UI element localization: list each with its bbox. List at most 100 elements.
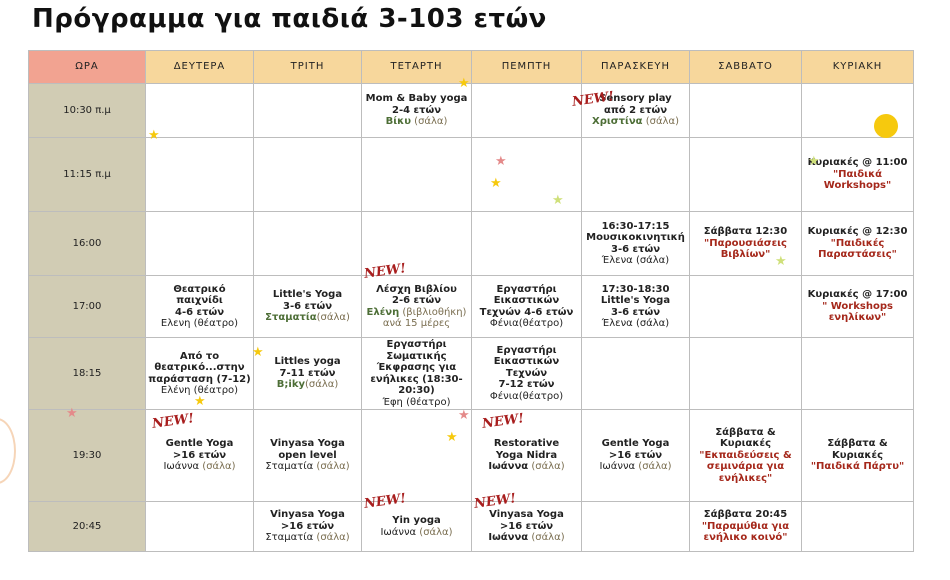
header-day: ΠΑΡΑΣΚΕΥΗ <box>581 50 690 84</box>
cell-text: >16 ετών <box>280 520 335 532</box>
schedule-cell <box>689 83 802 138</box>
header-day: ΤΕΤΑΡΤΗ <box>361 50 472 84</box>
cell-line: Θεατρικό <box>148 284 251 296</box>
cell-text: >16 ετών <box>499 520 554 532</box>
cell-line: Yoga Nidra <box>474 450 579 462</box>
cell-line: Κυριακές <box>804 450 911 462</box>
cell-text: Κυριακές <box>831 449 884 461</box>
cell-text: (σάλα) <box>199 461 236 473</box>
schedule-cell <box>471 211 582 276</box>
cell-line: Τεχνών 4-6 ετών <box>474 307 579 319</box>
schedule-table: ΩΡΑ ΔΕΥΤΕΡΑ ΤΡΙΤΗ ΤΕΤΑΡΤΗ ΠΕΜΠΤΗ ΠΑΡΑΣΚΕ… <box>28 50 914 552</box>
cell-line: "Παιδικές <box>804 238 911 250</box>
cell-line: "Παραμύθια για <box>692 521 799 533</box>
star-icon: ★ <box>490 176 502 191</box>
cell-text: >16 ετών <box>608 449 663 461</box>
page-title: Πρόγραμμα για παιδιά 3-103 ετών <box>32 4 547 34</box>
cell-line: Μουσικοκινητική <box>584 232 687 244</box>
schedule-cell <box>145 137 254 212</box>
cell-line: 3-6 ετών <box>584 244 687 256</box>
cell-line: >16 ετών <box>256 521 359 533</box>
cell-text: 3-6 ετών <box>611 306 660 318</box>
cell-text: Έφη (θέατρο) <box>382 396 451 408</box>
cell-line: σεμινάρια για <box>692 461 799 473</box>
cell-text: (σάλα) <box>410 116 448 128</box>
cell-line: Σάββατα 12:30 <box>692 226 799 238</box>
schedule-cell <box>689 337 802 410</box>
cell-line: 3-6 ετών <box>256 301 359 313</box>
cell-text: (σάλα) <box>642 116 679 128</box>
cell-line: Φένια(θέατρο) <box>474 391 579 403</box>
cell-line: από 2 ετών <box>584 105 687 117</box>
cell-line: ενηλίκων" <box>804 312 911 324</box>
cell-text: Ιωάννα <box>163 461 200 473</box>
schedule-cell <box>801 337 914 410</box>
cell-text: B;iky <box>276 379 305 391</box>
cell-text: Workshops" <box>823 180 892 192</box>
cell-line: open level <box>256 450 359 462</box>
cell-text: Φένια(θέατρο) <box>489 390 564 402</box>
cell-text: Gentle Yoga <box>165 438 234 450</box>
cell-text: Λέσχη Βιβλίου <box>376 283 457 295</box>
cell-text: Βίκυ <box>385 116 411 128</box>
schedule-cell <box>361 211 472 276</box>
cell-text: 20:30) <box>398 385 435 396</box>
cell-text: Little's Yoga <box>272 289 343 301</box>
cell-line: Sensory play <box>584 93 687 105</box>
cell-text: (σάλα) <box>635 461 672 473</box>
cell-text: Σταματία <box>265 461 314 473</box>
cell-line: 7-12 ετών <box>474 379 579 391</box>
cell-line: Ιωάννα (σάλα) <box>148 461 251 473</box>
star-icon: ★ <box>194 394 206 409</box>
cell-text: Ελένη (θέατρο) <box>160 385 239 396</box>
header-day: ΠΕΜΠΤΗ <box>471 50 582 84</box>
schedule-cell <box>581 137 690 212</box>
cell-text: Κυριακές @ 17:00 <box>807 289 908 301</box>
cell-text: Yoga Nidra <box>495 449 558 461</box>
cell-text: (σάλα) <box>313 461 350 473</box>
schedule-cell <box>253 211 362 276</box>
cell-line: 7-11 ετών <box>256 368 359 380</box>
cell-line: παράσταση (7-12) <box>148 374 251 386</box>
schedule-cell <box>145 211 254 276</box>
cell-text: Χριστίνα <box>592 116 643 128</box>
cell-text: Παραστάσεις" <box>818 249 897 261</box>
cell-text: 7-11 ετών <box>279 367 336 379</box>
cell-line: Littles yoga <box>256 356 359 368</box>
schedule-cell <box>471 137 582 212</box>
cell-text: Κυριακές <box>719 438 772 450</box>
cell-line: Εργαστήρι <box>474 345 579 357</box>
cell-line: Vinyasa Yoga <box>474 509 579 521</box>
cell-text: Φένια(θέατρο) <box>489 318 564 329</box>
cell-text: "Παρουσιάσεις <box>704 237 787 249</box>
cell-text: (σάλα) <box>316 312 350 324</box>
schedule-cell <box>145 83 254 138</box>
cell-text: "Παραμύθια για <box>701 520 790 532</box>
cell-line: Εργαστήρι Εικαστικών <box>474 284 579 307</box>
header-row: ΩΡΑ ΔΕΥΤΕΡΑ ΤΡΙΤΗ ΤΕΤΑΡΤΗ ΠΕΜΠΤΗ ΠΑΡΑΣΚΕ… <box>28 50 914 84</box>
schedule-cell <box>361 409 472 502</box>
header-day: ΣΑΒΒΑΤΟ <box>689 50 802 84</box>
cell-text: Από το <box>179 350 220 362</box>
header-hour: ΩΡΑ <box>28 50 146 84</box>
time-cell: 18:15 <box>28 337 146 410</box>
cell-line: Κυριακές @ 17:00 <box>804 289 911 301</box>
cell-line: Ιωάννα (σάλα) <box>474 461 579 473</box>
cell-text: Ιωάννα <box>488 532 529 544</box>
cell-text: "Παιδικά <box>832 168 883 180</box>
cell-line: Λέσχη Βιβλίου <box>364 284 469 296</box>
cell-text: 2-4 ετών <box>392 104 441 116</box>
cell-text: παράσταση (7-12) <box>148 373 251 385</box>
